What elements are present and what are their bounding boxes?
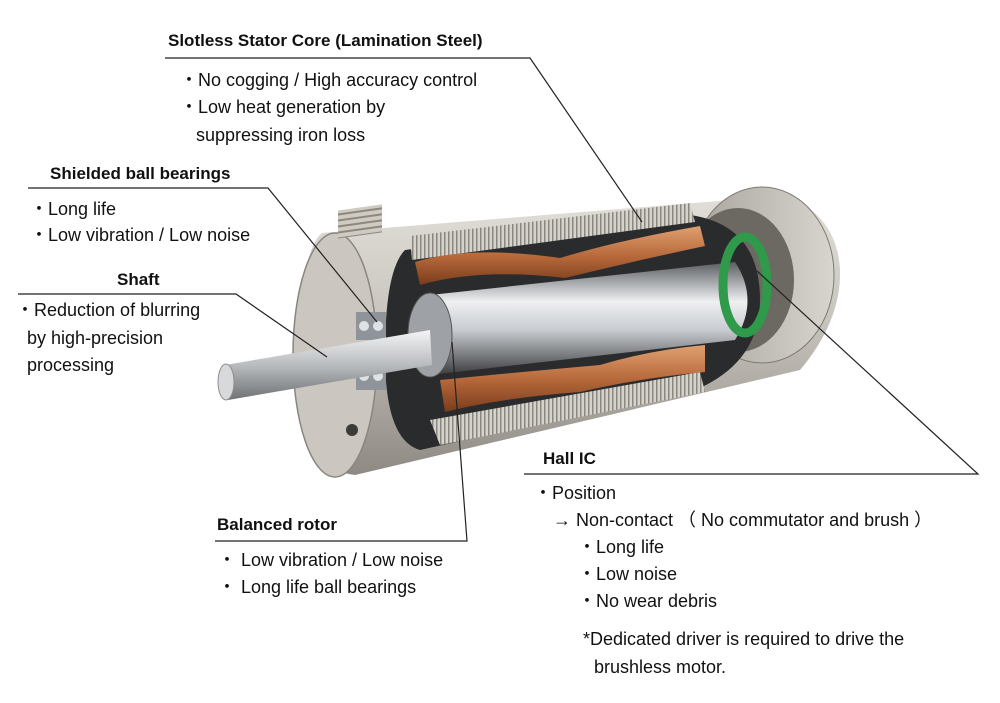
hall-ic-board <box>718 232 772 338</box>
leader-bearings <box>28 187 378 323</box>
leader-stator <box>165 57 643 223</box>
leader-lines <box>18 57 980 542</box>
bearings-line-2: ・Low vibration / Low noise <box>30 225 251 245</box>
hall-line-5: ・No wear debris <box>578 591 718 611</box>
hall-line-3: ・Long life <box>578 537 665 557</box>
shaft-title: Shaft <box>117 270 160 289</box>
copper-winding-bottom <box>440 345 705 412</box>
hall-title: Hall IC <box>543 449 596 468</box>
leader-hall <box>524 270 980 475</box>
shaft-line-2: by high-precision <box>27 328 164 348</box>
rotor-title: Balanced rotor <box>217 515 337 534</box>
rotor <box>430 262 748 375</box>
shaft <box>217 330 432 401</box>
stator-line-3: suppressing iron loss <box>196 125 366 145</box>
hall-line-4: ・Low noise <box>578 564 678 584</box>
note-line-2: brushless motor. <box>594 657 727 677</box>
bearings-line-1: ・Long life <box>30 199 117 219</box>
rotor-line-2: ・ Long life ball bearings <box>218 577 417 597</box>
copper-winding-top <box>415 226 705 285</box>
hall-line-2: → Non-contact （ No commutator and brush … <box>553 510 933 530</box>
shaft-line-1: ・Reduction of blurring <box>16 300 201 320</box>
bearings-title: Shielded ball bearings <box>50 164 231 183</box>
stator-line-1: ・No cogging / High accuracy control <box>180 70 478 90</box>
hall-line-1: ・Position <box>534 483 617 503</box>
stator-title: Slotless Stator Core (Lamination Steel) <box>168 31 483 50</box>
note-line-1: *Dedicated driver is required to drive t… <box>583 629 905 649</box>
rotor-line-1: ・ Low vibration / Low noise <box>218 550 444 570</box>
threaded-hole <box>338 204 382 239</box>
stator-laminations-top <box>410 203 695 260</box>
cutaway-interior <box>338 203 772 450</box>
stator-line-2: ・Low heat generation by <box>180 97 386 117</box>
shaft-line-3: processing <box>27 355 115 375</box>
leader-rotor <box>215 341 468 542</box>
stator-laminations-bottom <box>430 372 705 445</box>
leader-shaft <box>18 293 328 358</box>
